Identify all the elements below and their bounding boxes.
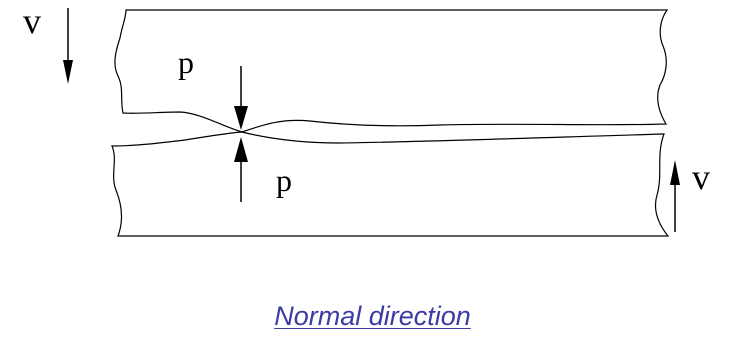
caption-link[interactable]: Normal direction	[274, 301, 471, 331]
pressure-label-bottom: p	[276, 162, 292, 198]
velocity-label-top: v	[23, 1, 41, 41]
velocity-arrow-down	[63, 8, 73, 84]
pressure-arrow-top	[234, 66, 248, 130]
upper-body-outline	[114, 9, 669, 133]
pressure-label-top: p	[178, 44, 194, 80]
pressure-arrow-bottom	[234, 137, 248, 202]
velocity-label-bottom: v	[692, 157, 710, 197]
lower-body-outline	[111, 131, 670, 237]
velocity-arrow-up	[670, 160, 680, 232]
